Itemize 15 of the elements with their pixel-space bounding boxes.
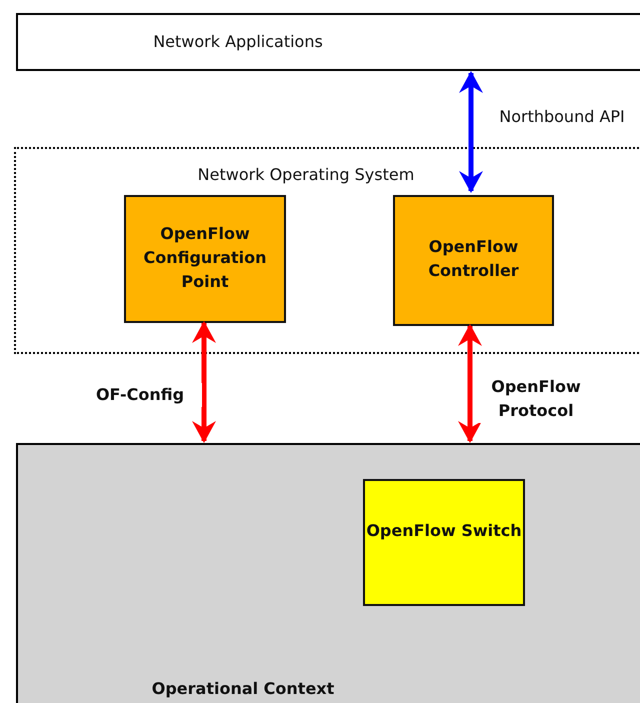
node-label: OpenFlow Controller: [427, 236, 520, 282]
node-label: Network Applications: [152, 31, 324, 53]
process-box: [124, 195, 286, 323]
double-arrow: [458, 324, 482, 443]
context-area: [16, 443, 640, 703]
node-label: OpenFlow Switch: [365, 520, 523, 542]
node-label: Network Operating System: [196, 164, 416, 186]
dotted-group-box: [14, 147, 640, 354]
double-arrow: [459, 71, 483, 193]
device-box: [363, 479, 525, 606]
node-label: OpenFlow Configuration Point: [142, 223, 268, 293]
layer-box: [16, 13, 640, 71]
double-arrow: [192, 321, 216, 443]
node-label: Operational Context: [150, 678, 336, 700]
process-box: [393, 195, 554, 326]
